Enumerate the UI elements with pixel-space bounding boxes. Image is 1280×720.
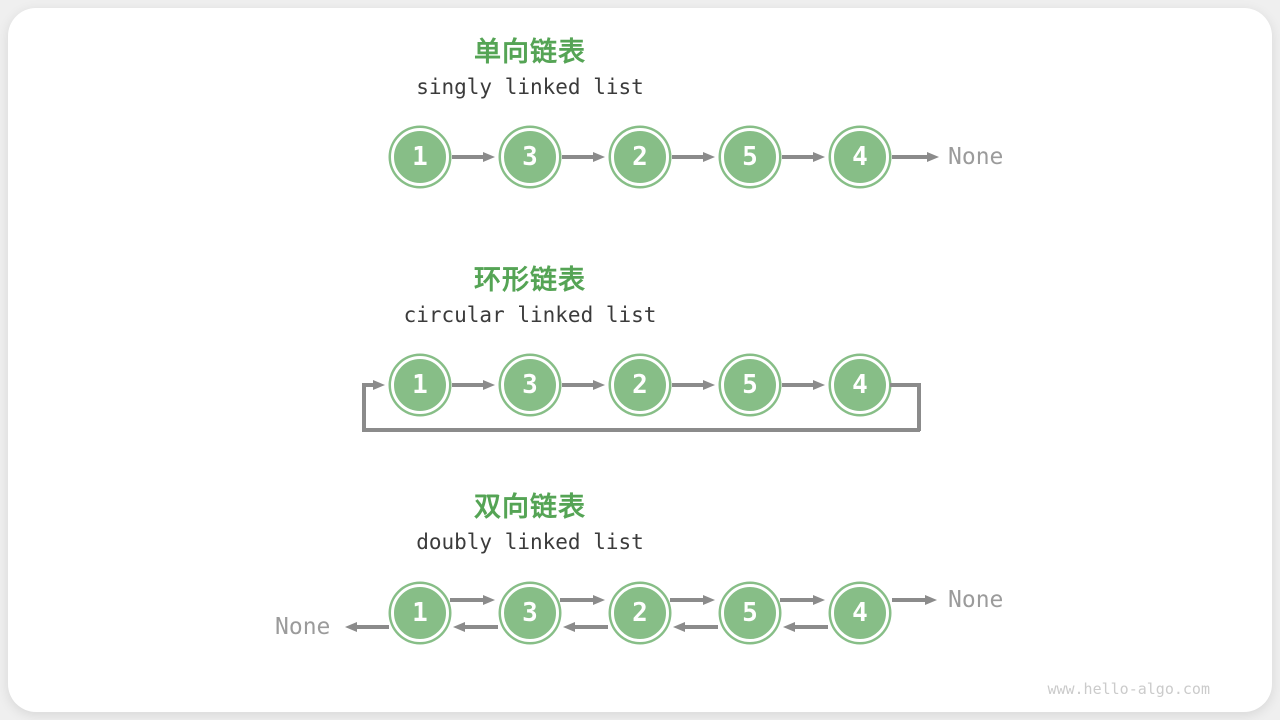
node-circle: 1 [391, 356, 449, 414]
node-value: 2 [632, 598, 648, 628]
node-value: 4 [852, 370, 868, 400]
node-circle: 2 [611, 128, 669, 186]
node-circle: 3 [501, 584, 559, 642]
loop-entry-arrow-icon [363, 383, 374, 387]
node-value: 1 [412, 598, 428, 628]
node-value: 3 [522, 370, 538, 400]
node-value: 5 [742, 370, 758, 400]
node-circle: 1 [391, 584, 449, 642]
loop-back-line-bottom [362, 428, 920, 432]
next-pointer-arrow-icon [780, 598, 814, 602]
null-label: None [948, 144, 1004, 170]
next-pointer-arrow-icon [782, 155, 814, 159]
prev-pointer-arrow-icon [464, 625, 498, 629]
tail-null-arrow-icon [892, 155, 928, 159]
next-pointer-arrow-icon [560, 598, 594, 602]
node-value: 1 [412, 370, 428, 400]
node-value: 3 [522, 142, 538, 172]
null-label: None [275, 614, 331, 640]
node-circle: 2 [611, 584, 669, 642]
watermark: www.hello-algo.com [1047, 680, 1210, 698]
node-circle: 2 [611, 356, 669, 414]
node-value: 5 [742, 598, 758, 628]
next-pointer-arrow-icon [672, 155, 704, 159]
node-circle: 4 [831, 128, 889, 186]
node-circle: 5 [721, 356, 779, 414]
node-value: 5 [742, 142, 758, 172]
node-value: 2 [632, 370, 648, 400]
next-pointer-arrow-icon [562, 383, 594, 387]
loop-back-line-left-vertical [362, 383, 366, 431]
loop-back-line-right-vertical [917, 383, 921, 431]
node-circle: 3 [501, 356, 559, 414]
node-circle: 3 [501, 128, 559, 186]
next-pointer-arrow-icon [672, 383, 704, 387]
next-pointer-arrow-icon [782, 383, 814, 387]
section-title-en: singly linked list [416, 75, 644, 99]
prev-pointer-arrow-icon [574, 625, 608, 629]
next-pointer-arrow-icon [452, 155, 484, 159]
next-pointer-arrow-icon [670, 598, 704, 602]
section-title-zh: 环形链表 [474, 265, 586, 295]
section-title-zh: 单向链表 [474, 37, 586, 67]
node-circle: 5 [721, 128, 779, 186]
prev-pointer-arrow-icon [794, 625, 828, 629]
next-pointer-arrow-icon [452, 383, 484, 387]
section-title-zh: 双向链表 [474, 492, 586, 522]
null-label: None [948, 587, 1004, 613]
node-circle: 5 [721, 584, 779, 642]
section-title-en: circular linked list [403, 303, 657, 327]
node-value: 1 [412, 142, 428, 172]
section-title-en: doubly linked list [416, 530, 644, 554]
next-pointer-arrow-icon [562, 155, 594, 159]
loop-back-line-right-horizontal [890, 383, 920, 387]
head-null-arrow-icon [356, 625, 389, 629]
node-circle: 4 [831, 356, 889, 414]
node-value: 2 [632, 142, 648, 172]
node-circle: 1 [391, 128, 449, 186]
prev-pointer-arrow-icon [684, 625, 718, 629]
node-value: 4 [852, 598, 868, 628]
node-value: 4 [852, 142, 868, 172]
next-pointer-arrow-icon [450, 598, 484, 602]
tail-null-arrow-icon [892, 598, 926, 602]
node-value: 3 [522, 598, 538, 628]
node-circle: 4 [831, 584, 889, 642]
